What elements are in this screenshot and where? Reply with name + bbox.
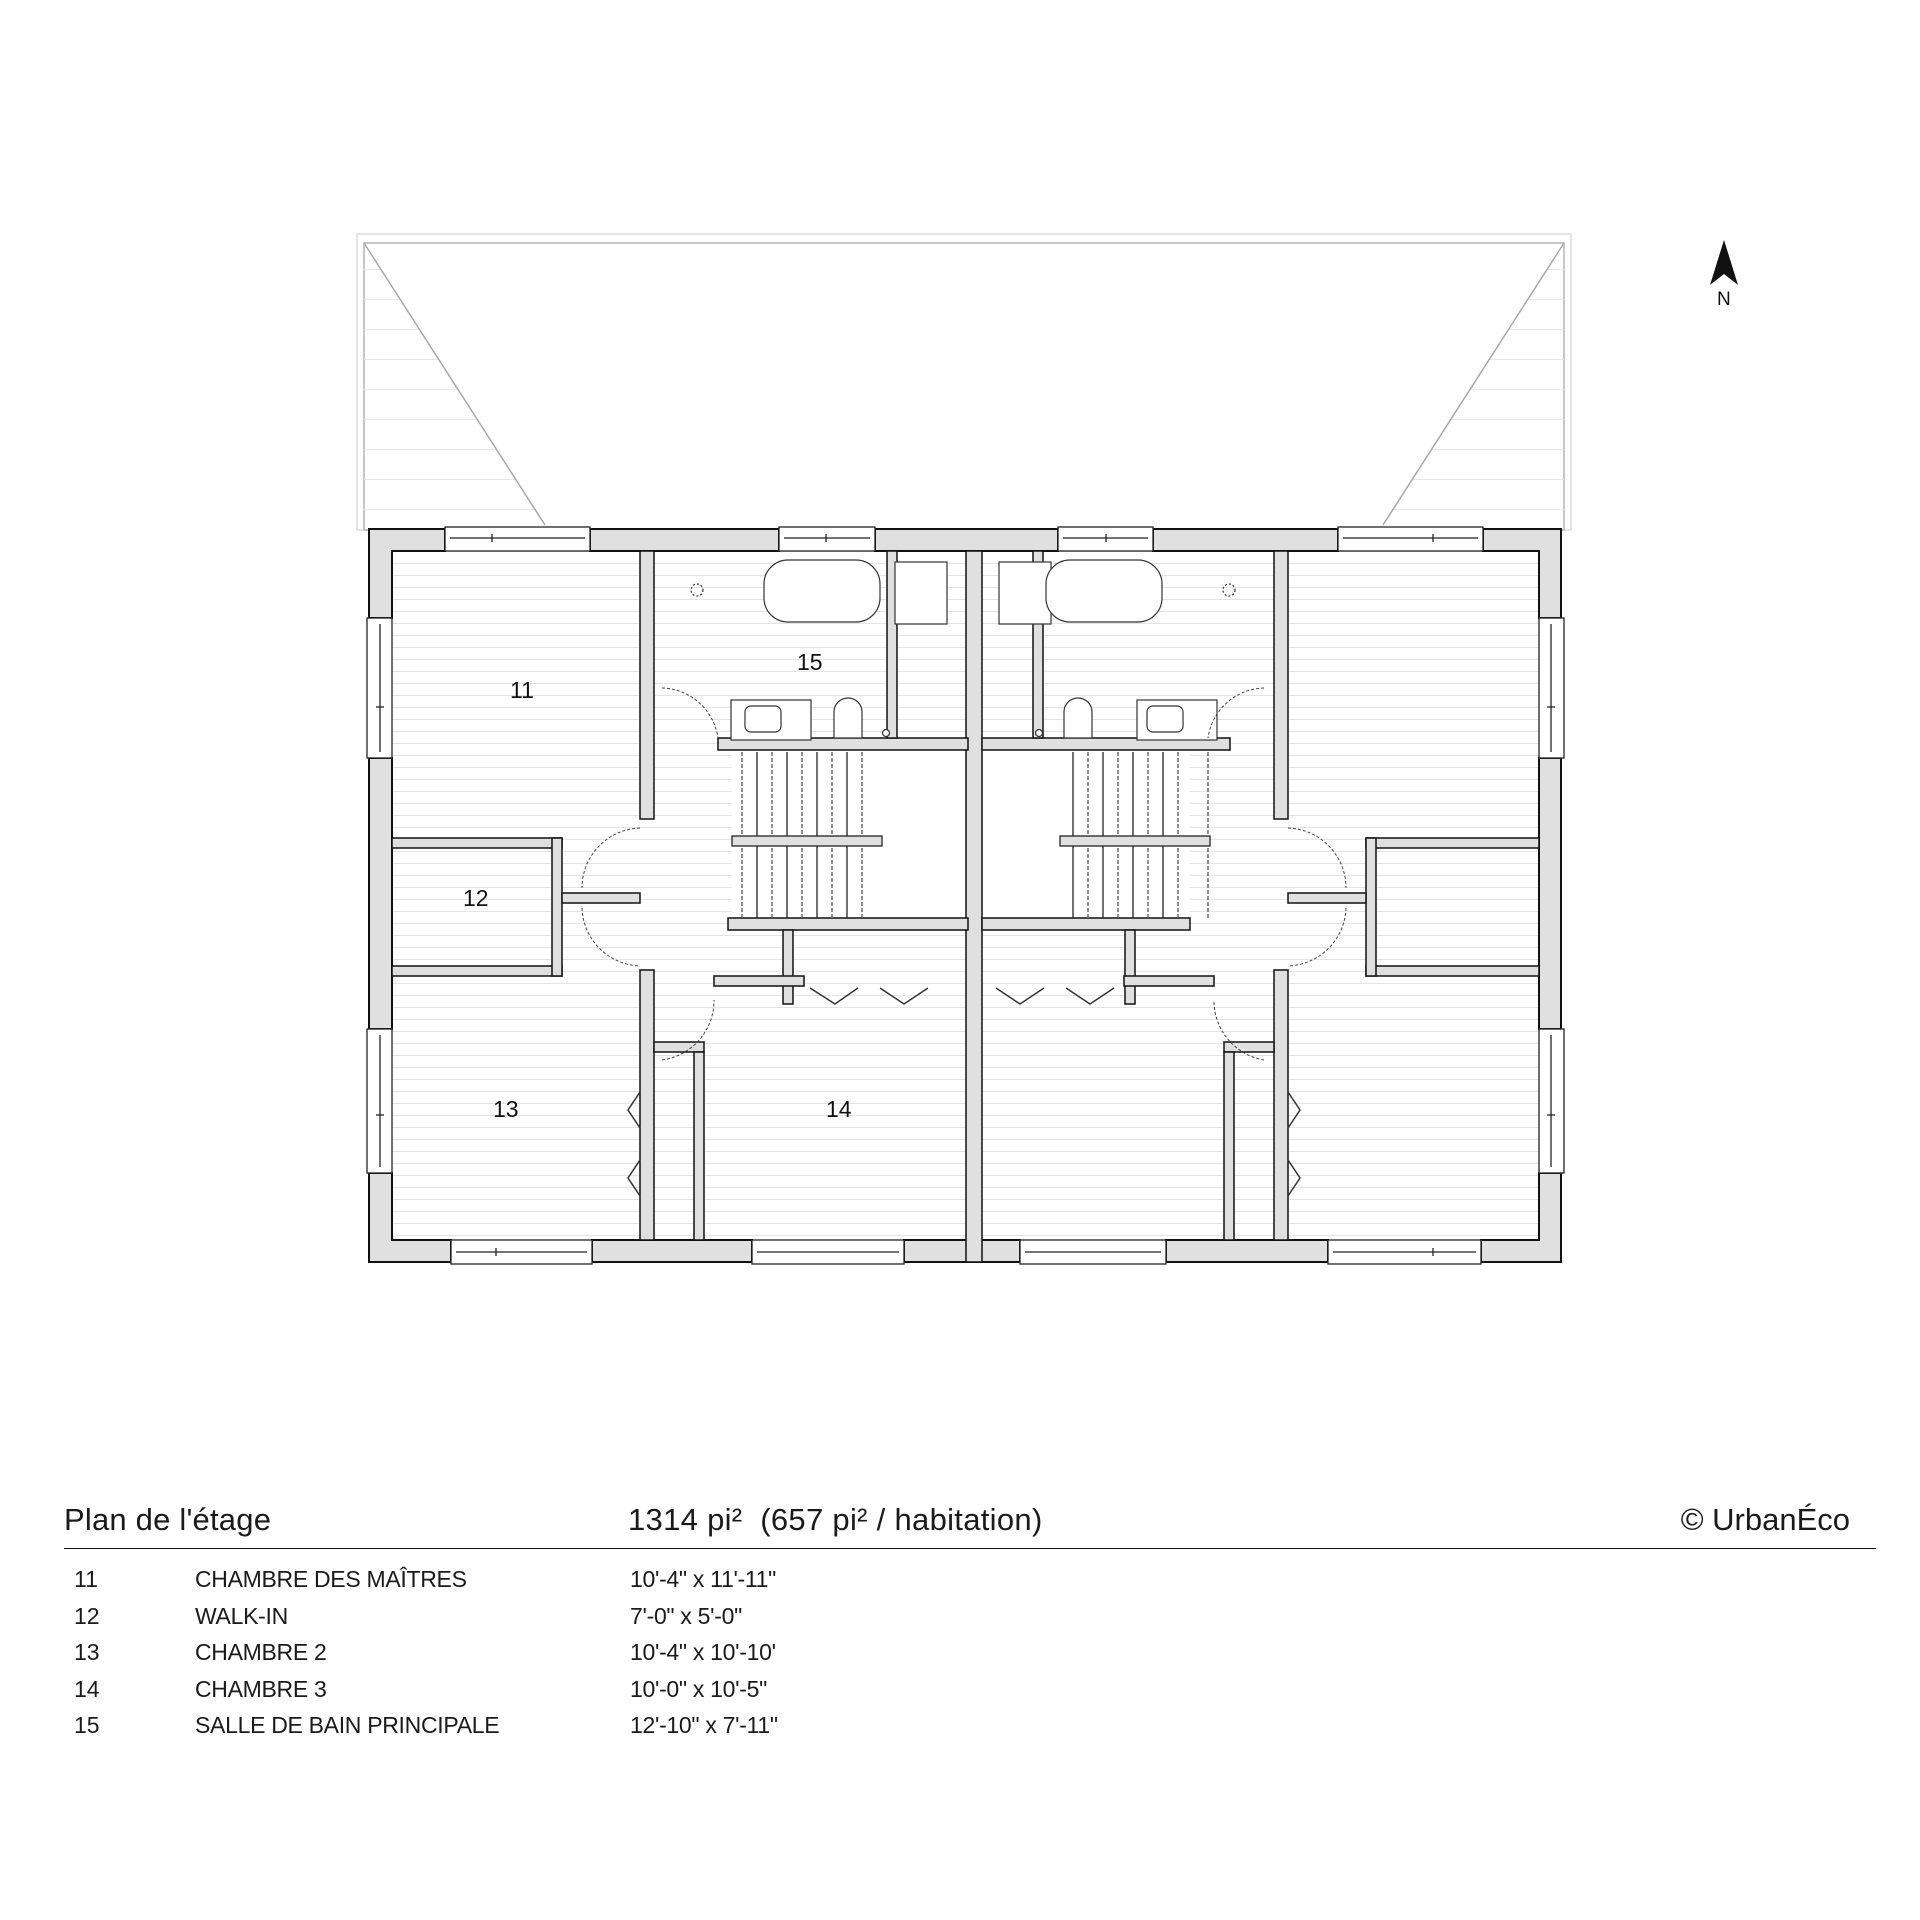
room-dimensions: 10'-4" x 11'-11" <box>630 1566 777 1592</box>
door-swings <box>581 687 1347 1061</box>
bathroom-fixtures <box>690 559 1236 741</box>
room-dimensions: 12'-10" x 7'-11" <box>630 1712 778 1738</box>
drawing-title: Plan de l'étage <box>64 1502 272 1537</box>
room-name: CHAMBRE 3 <box>195 1675 327 1702</box>
room-name: WALK-IN <box>195 1602 288 1629</box>
room-dimensions: 7'-0" x 5'-0" <box>630 1602 742 1629</box>
room-label-14: 14 <box>826 1096 852 1122</box>
room-label-13: 13 <box>493 1096 519 1122</box>
stairs <box>731 752 1211 918</box>
room-label-12: 12 <box>463 885 489 911</box>
north-label: N <box>1717 289 1731 310</box>
area-summary: 1314 pi² (657 pi² / habitation) <box>628 1502 1043 1537</box>
legend-divider <box>64 1548 1876 1549</box>
room-name: SALLE DE BAIN PRINCIPALE <box>195 1712 500 1738</box>
room-number: 12 <box>74 1602 100 1629</box>
room-label-11: 11 <box>510 677 534 703</box>
north-arrow-icon: N <box>1710 240 1738 310</box>
room-number: 15 <box>74 1712 100 1738</box>
room-number: 14 <box>74 1675 100 1702</box>
windows <box>366 526 1565 1265</box>
room-number: 13 <box>74 1639 100 1665</box>
room-number: 11 <box>74 1566 98 1592</box>
room-dimensions: 10'-0" x 10'-5" <box>630 1675 767 1702</box>
room-label-15: 15 <box>797 649 823 675</box>
copyright-label: © UrbanÉco <box>1680 1502 1850 1537</box>
roof-outline <box>356 233 1572 531</box>
room-name: CHAMBRE DES MAÎTRES <box>195 1566 467 1592</box>
stair-wells <box>732 754 1190 920</box>
room-labels: 11 12 13 14 15 <box>463 649 852 1122</box>
room-name: CHAMBRE 2 <box>195 1639 327 1665</box>
closet-bifold-doors <box>627 987 1301 1197</box>
room-dimensions: 10'-4" x 10'-10' <box>630 1639 776 1665</box>
interior-walls <box>391 550 1540 1263</box>
exterior-walls <box>368 528 1562 1263</box>
